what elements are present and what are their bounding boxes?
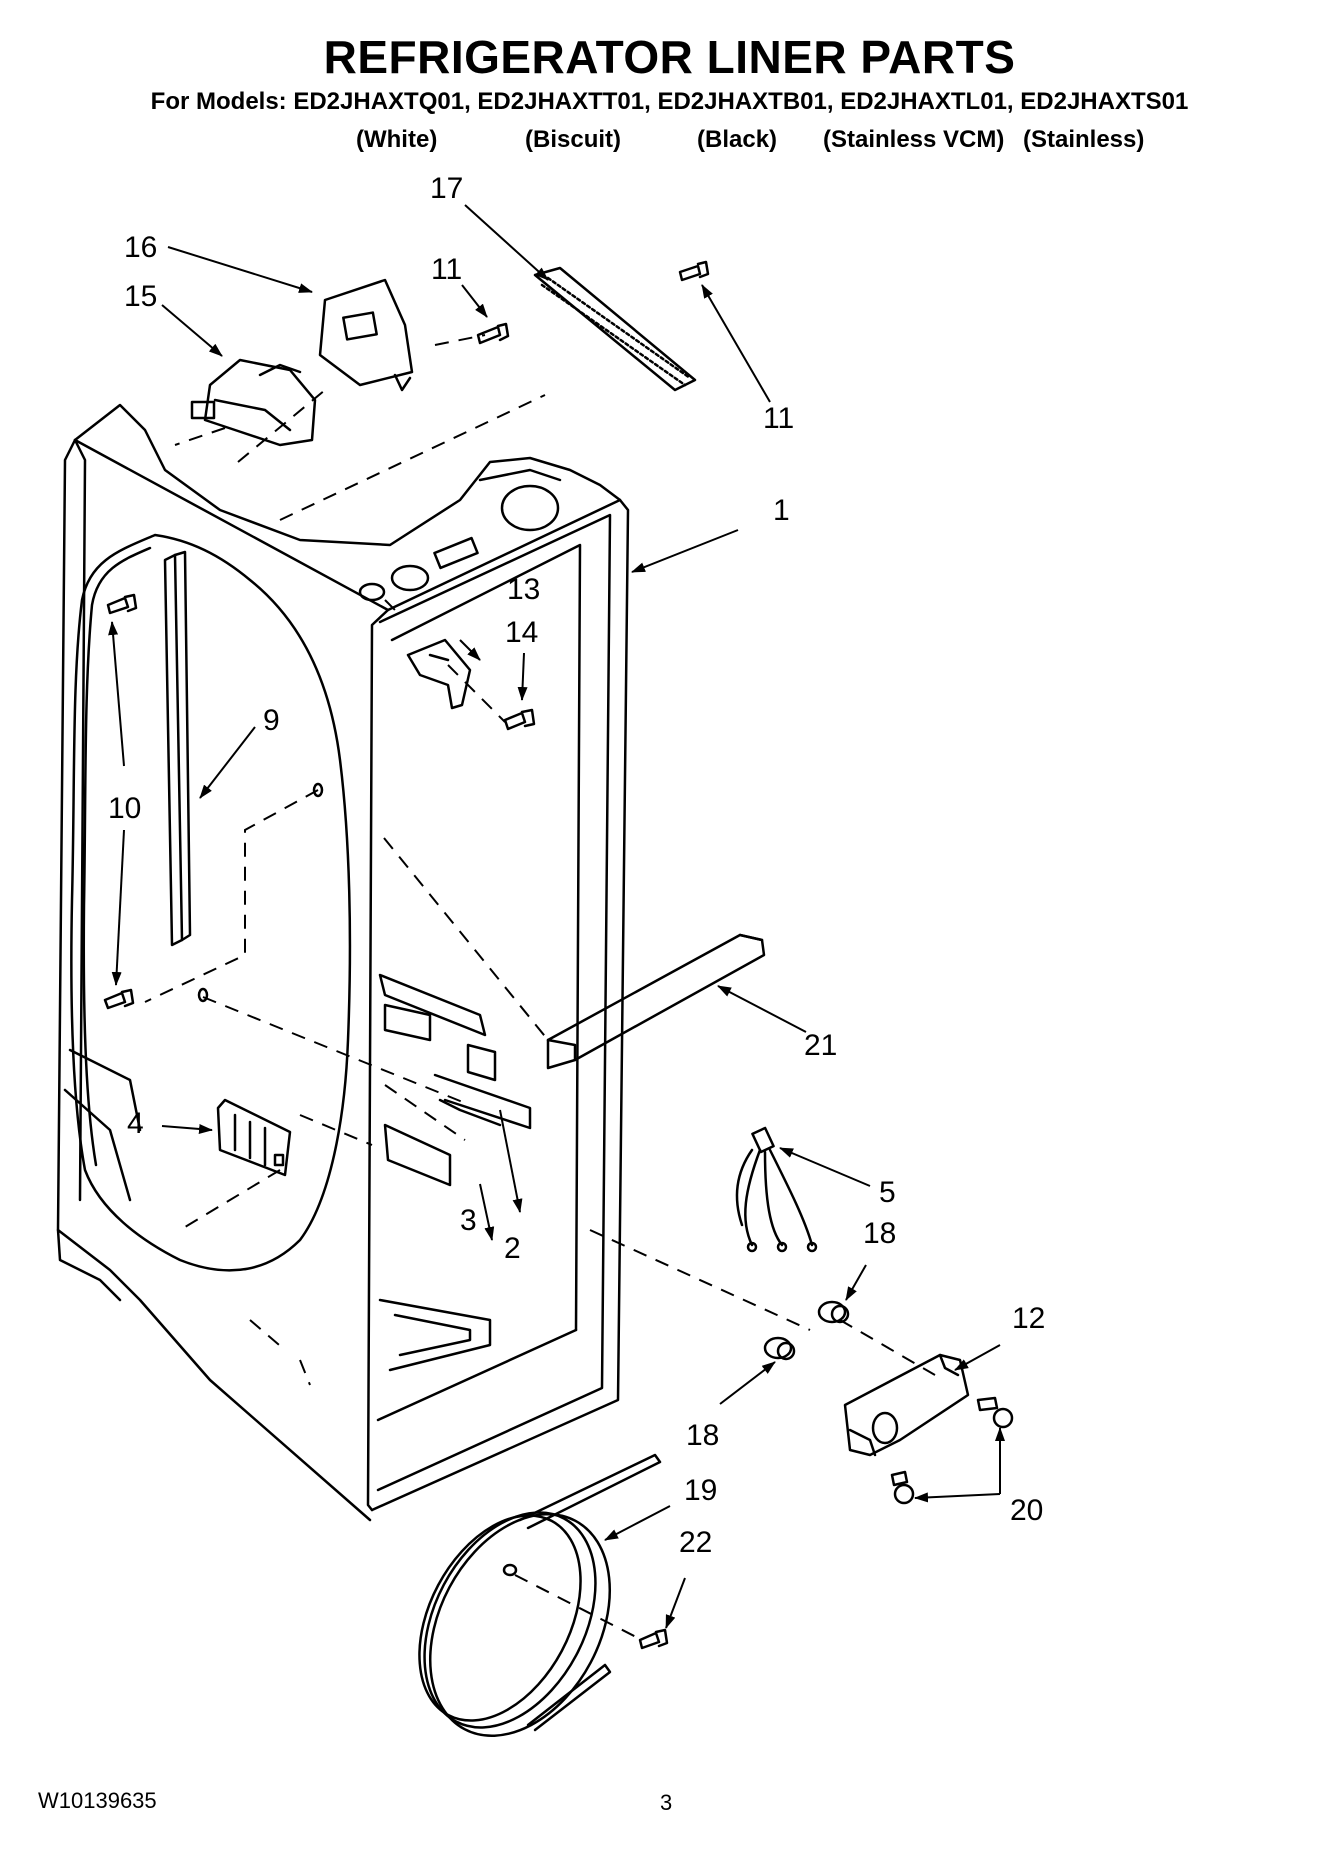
- callout-18-upper: 18: [863, 1217, 896, 1250]
- callout-12: 12: [1012, 1302, 1045, 1335]
- finish-stainless-vcm: (Stainless VCM): [823, 126, 1005, 153]
- callout-leaders: [108, 204, 1005, 1629]
- finish-black: (Black): [697, 126, 778, 153]
- part-22-screw: [638, 1628, 669, 1650]
- part-10-screw-upper: [106, 593, 138, 615]
- callout-13: 13: [507, 573, 540, 606]
- part-11-screw-top: [476, 322, 510, 345]
- callout-11-right: 11: [763, 402, 794, 435]
- page-number: 3: [660, 1790, 673, 1815]
- part-17-strip: [533, 266, 697, 392]
- callout-4: 4: [127, 1107, 144, 1140]
- part-10-screw-lower: [103, 988, 135, 1010]
- callout-14: 14: [505, 616, 538, 649]
- models-line: For Models: ED2JHAXTQ01, ED2JHAXTT01, ED…: [150, 88, 1189, 115]
- callout-5: 5: [879, 1176, 896, 1209]
- finish-white: (White): [356, 126, 438, 153]
- part-14-screw: [503, 708, 536, 731]
- part-11-screw-right: [678, 260, 710, 282]
- callout-21: 21: [804, 1029, 837, 1062]
- part-18-bushing-upper: [817, 1300, 850, 1324]
- part-21-rail: [546, 933, 766, 1070]
- part-4-module: [216, 1098, 292, 1177]
- part-20-screw-upper: [976, 1396, 1014, 1429]
- callout-20: 20: [1010, 1494, 1043, 1527]
- callout-19: 19: [684, 1474, 717, 1507]
- callout-10: 10: [108, 792, 141, 825]
- part-5-wire-harness: [735, 1126, 818, 1253]
- callout-15: 15: [124, 280, 157, 313]
- refrigerator-liner: [56, 403, 630, 1522]
- callout-11-top: 11: [431, 253, 462, 286]
- callout-16: 16: [124, 231, 157, 264]
- callout-17: 17: [430, 172, 463, 205]
- finish-stainless: (Stainless): [1023, 126, 1145, 153]
- assembly-lines: [144, 334, 936, 1641]
- part-13-bracket: [406, 638, 472, 710]
- part-12-housing: [843, 1353, 970, 1457]
- callout-22: 22: [679, 1526, 712, 1559]
- part-19-tubing: [418, 1453, 662, 1738]
- pin-upper: [312, 782, 324, 798]
- callout-18-lower: 18: [686, 1419, 719, 1452]
- part-16-bracket: [318, 278, 414, 392]
- part-18-bushing-lower: [763, 1336, 796, 1361]
- callout-9: 9: [263, 704, 280, 737]
- document-number: W10139635: [38, 1788, 157, 1813]
- callout-1: 1: [773, 494, 790, 527]
- pin-lower: [197, 987, 209, 1003]
- part-15-control-housing: [190, 358, 317, 447]
- callout-2: 2: [504, 1232, 521, 1265]
- callout-3: 3: [460, 1204, 477, 1237]
- finish-biscuit: (Biscuit): [525, 126, 621, 153]
- page-title: REFRIGERATOR LINER PARTS: [323, 31, 1016, 83]
- part-20-screw-lower: [890, 1470, 915, 1505]
